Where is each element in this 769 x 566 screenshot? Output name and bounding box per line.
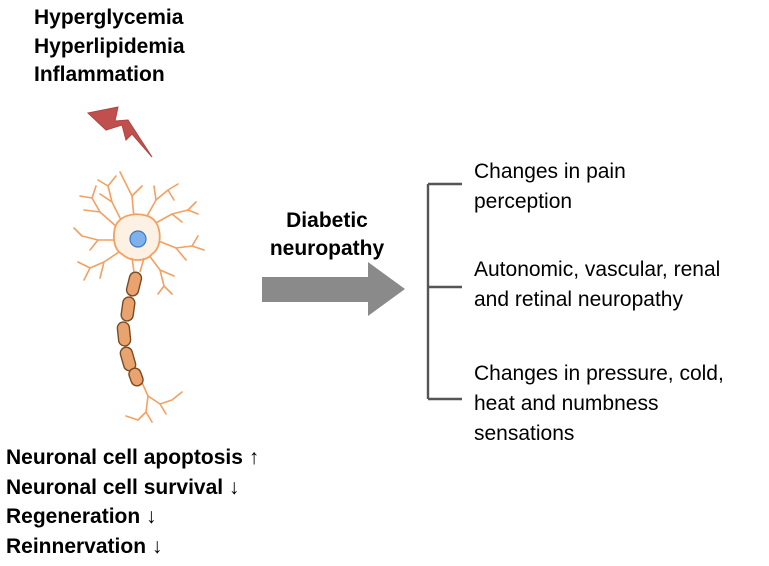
arrow-label-line: neuropathy	[269, 237, 385, 260]
effect-item: Reinnervation ↓	[6, 534, 163, 558]
cause-item: Hyperlipidemia	[34, 34, 185, 58]
diabetic-neuropathy-arrow	[262, 262, 405, 316]
outcome-line: Changes in pressure, cold,	[474, 362, 724, 385]
outcome-line: and retinal neuropathy	[474, 288, 683, 311]
nucleus-icon	[129, 230, 147, 248]
neuron-icon	[73, 171, 205, 423]
arrow-label: Diabetic neuropathy	[257, 207, 397, 263]
effect-item: Regeneration ↓	[6, 505, 157, 528]
lightning-bolt-icon	[86, 106, 153, 158]
outcome-bracket	[426, 182, 462, 401]
effect-item: Neuronal cell apoptosis ↑	[6, 446, 260, 469]
effects-list: Neuronal cell apoptosis ↑ Neuronal cell …	[6, 443, 259, 561]
cause-item: Inflammation	[34, 63, 165, 86]
arrow-label-line: Diabetic	[286, 209, 368, 232]
outcome-line: perception	[474, 190, 573, 213]
outcome-line: heat and numbness	[474, 392, 659, 415]
effect-item: Neuronal cell survival ↓	[6, 475, 240, 499]
outcome-sensations: Changes in pressure, cold, heat and numb…	[474, 359, 724, 449]
outcome-line: Changes in pain	[474, 160, 626, 183]
cause-item: Hyperglycemia	[34, 6, 184, 29]
outcome-pain: Changes in pain perception	[474, 157, 626, 217]
causes-list: Hyperglycemia Hyperlipidemia Inflammatio…	[34, 4, 185, 90]
outcome-line: sensations	[474, 422, 575, 445]
outcome-line: Autonomic, vascular, renal	[474, 258, 721, 281]
myelin-sheath	[116, 271, 144, 387]
outcome-autonomic: Autonomic, vascular, renal and retinal n…	[474, 255, 720, 315]
